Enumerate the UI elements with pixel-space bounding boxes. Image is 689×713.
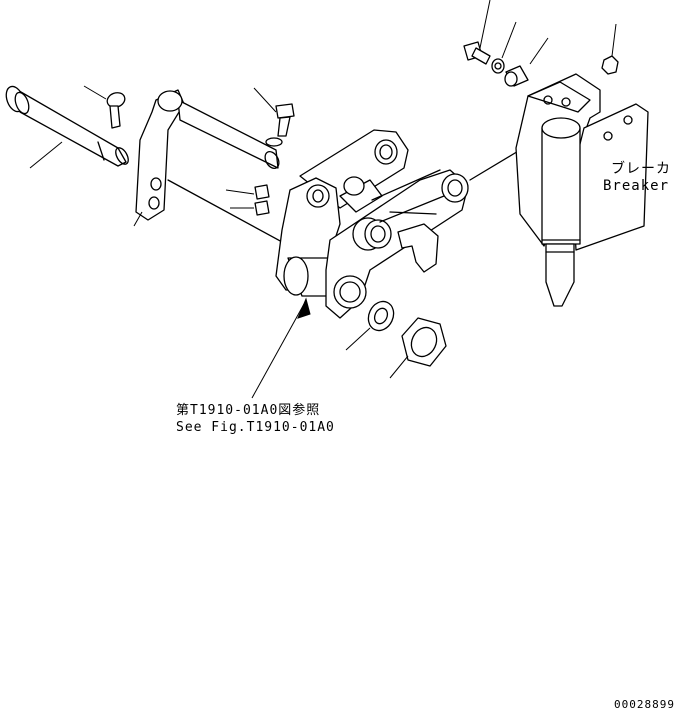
washer [345, 300, 395, 351]
breaker-washer [491, 21, 517, 74]
breaker-spacer [504, 37, 549, 87]
breaker-bolt [463, 0, 491, 65]
breaker-nut [601, 23, 619, 75]
breaker-body [515, 73, 649, 307]
long-pin [5, 85, 129, 169]
breaker-label-en: Breaker [603, 178, 670, 194]
reference-label-jp: 第T1910-01A0図参照 [176, 403, 321, 418]
drawing-number: 00028899 [614, 698, 675, 711]
lock-bolt [83, 85, 126, 129]
arm-plate [133, 89, 331, 269]
reference-label-en: See Fig.T1910-01A0 [176, 420, 335, 435]
breaker-label-jp: ブレーカ [611, 161, 671, 177]
bracket-assembly [275, 129, 521, 319]
lock-nut [389, 317, 447, 379]
grease-fitting [225, 184, 270, 216]
reference-arrow [251, 297, 311, 399]
hex-bolt [253, 87, 295, 147]
